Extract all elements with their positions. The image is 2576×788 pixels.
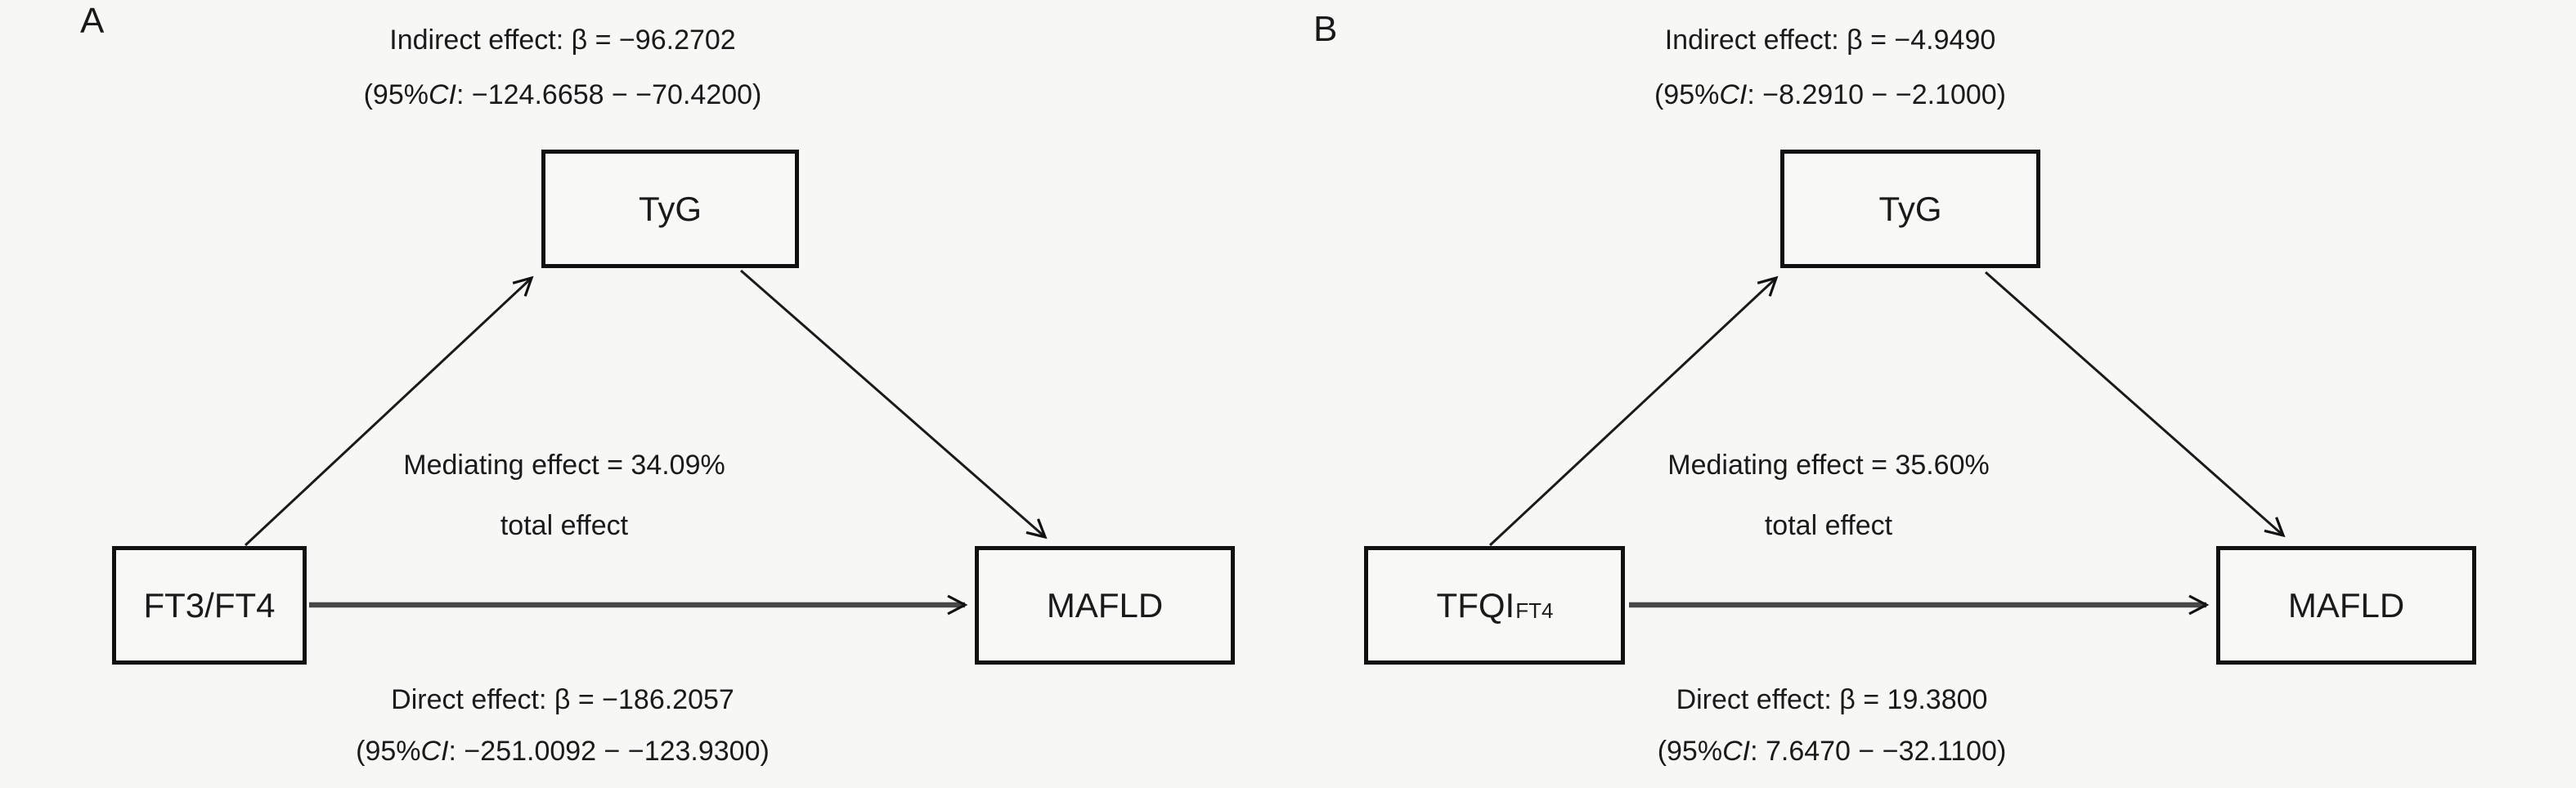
ci-open-text: (95% <box>363 79 429 110</box>
ci-italic-text: CI <box>1719 79 1748 110</box>
panel-b-direct-effect-line1: Direct effect: β = 19.3800 <box>1676 684 1988 715</box>
panel-a-mediator-label: TyG <box>638 189 702 228</box>
panel-a-direct-effect-ci: (95%CI: −251.0092 − −123.9300) <box>195 732 931 770</box>
ci-values-text: : 7.6470 − −32.1100) <box>1750 736 2007 767</box>
panel-a-predictor-box: FT3/FT4 <box>112 546 307 665</box>
panel-b-indirect-effect-ci: (95%CI: −8.2910 − −2.1000) <box>1462 76 2198 114</box>
panel-a-mediating-effect-line1: Mediating effect = 34.09% <box>403 450 725 481</box>
panel-a-predictor-label: FT3/FT4 <box>143 585 276 625</box>
panel-a-mediator-box: TyG <box>541 150 799 268</box>
arrow-b-predictor-to-mediator <box>1488 275 1779 547</box>
ci-values-text: : −8.2910 − −2.1000) <box>1747 79 2007 110</box>
panel-b-mediator-label: TyG <box>1878 189 1942 228</box>
arrow-a-mediator-to-outcome <box>740 269 1048 540</box>
panel-b-outcome-box: MAFLD <box>2216 546 2476 665</box>
panel-b-indirect-effect-line1: Indirect effect: β = −4.9490 <box>1664 25 1996 56</box>
panel-a-outcome-box: MAFLD <box>975 546 1235 665</box>
panel-a-label: A <box>80 1 105 41</box>
arrow-a-predictor-to-mediator <box>244 275 534 547</box>
ci-italic-text: CI <box>420 736 449 767</box>
panel-a-outcome-label: MAFLD <box>1046 585 1164 625</box>
panel-a-direct-effect-line1: Direct effect: β = −186.2057 <box>391 684 734 715</box>
panel-a-indirect-effect-line1: Indirect effect: β = −96.2702 <box>389 25 736 56</box>
panel-b-direct-effect-ci: (95%CI: 7.6470 − −32.1100) <box>1464 732 2200 770</box>
panel-b-mediating-effect-line1: Mediating effect = 35.60% <box>1667 450 1990 481</box>
panel-b-predictor-label: TFQI <box>1436 585 1515 625</box>
ci-open-text: (95% <box>1654 79 1720 110</box>
panel-b-label: B <box>1313 9 1338 49</box>
ci-values-text: : −124.6658 − −70.4200) <box>456 79 762 110</box>
panel-b-outcome-label: MAFLD <box>2287 585 2405 625</box>
ci-italic-text: CI <box>428 79 456 110</box>
arrow-b-mediator-to-outcome <box>1985 271 2286 538</box>
ci-open-text: (95% <box>1657 736 1723 767</box>
ci-open-text: (95% <box>356 736 421 767</box>
panel-a-indirect-effect-ci: (95%CI: −124.6658 − −70.4200) <box>195 76 931 114</box>
ci-values-text: : −251.0092 − −123.9300) <box>448 736 770 767</box>
panel-b-mediator-box: TyG <box>1780 150 2040 268</box>
panel-a-mediating-effect-line2: total effect <box>500 510 629 541</box>
panel-b-mediating-effect-line2: total effect <box>1764 510 1893 541</box>
ci-italic-text: CI <box>1722 736 1751 767</box>
